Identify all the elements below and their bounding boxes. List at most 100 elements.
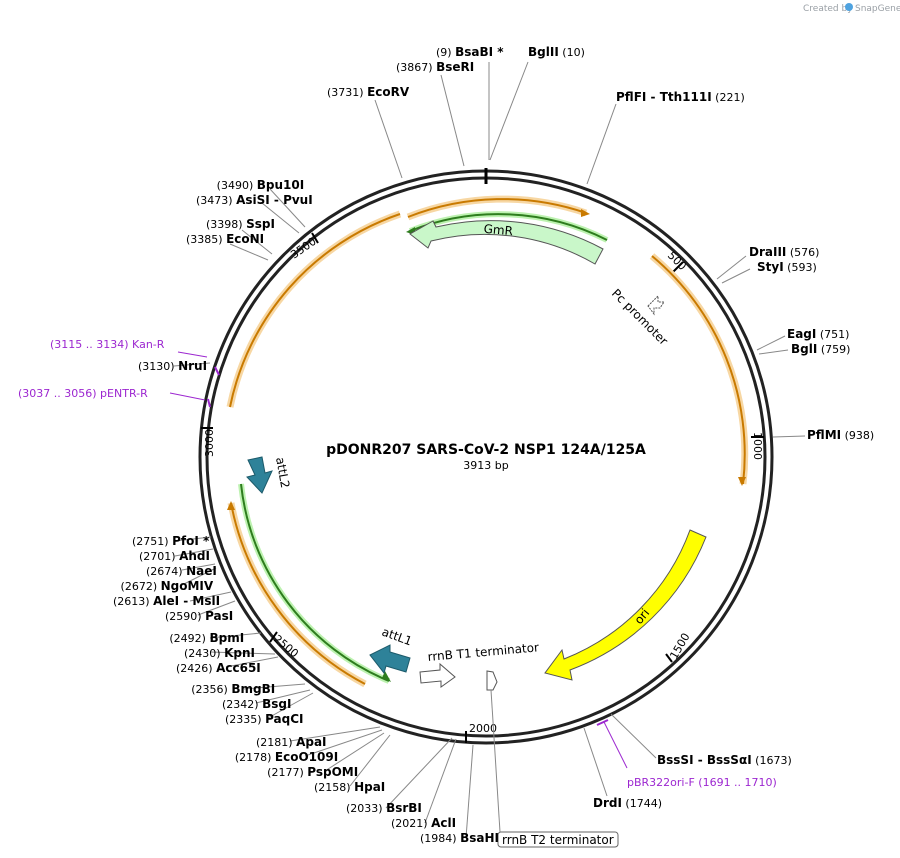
site-label-eagi[interactable]: EagI (751) [787,327,849,341]
pc-promoter-arrow-icon[interactable] [647,294,665,316]
site-name: PflMI [807,428,841,442]
leader-bmgbi [243,683,306,690]
site-name: KpnI [224,646,255,660]
site-label-bseri[interactable]: (3867) BseRI [396,60,474,74]
leader-bsrbi [385,737,453,809]
site-name: AsiSI - PvuI [236,193,313,207]
site-label-ngomiv[interactable]: (2672) NgoMIV [121,579,214,593]
leader-eagi [756,335,786,351]
leader-pspomi [324,732,385,772]
rrnb-t1-arrow[interactable] [419,662,456,688]
site-label-naei[interactable]: (2674) NaeI [146,564,217,578]
site-label-kpni[interactable]: (2430) KpnI [184,646,255,660]
leader-ecorv [374,99,403,179]
rrnb-t1-feature[interactable]: rrnB T1 terminator [419,640,540,688]
credit-brand[interactable]: SnapGene [855,4,900,14]
rrnb-t2-label: rrnB T2 terminator [502,833,614,847]
site-label-draiii[interactable]: DraIII (576) [749,245,819,259]
rrnb-t2-arrow[interactable] [486,670,498,691]
attl1-label: attL1 [380,625,414,649]
pc-promoter-feature[interactable]: Pc promoter [609,286,671,348]
site-label-paqci[interactable]: (2335) PaqCI [225,712,304,726]
site-label-bsrbi[interactable]: (2033) BsrBI [346,801,422,815]
ori-feature[interactable]: ori [544,529,707,681]
site-label-acc65i[interactable]: (2426) Acc65I [176,661,261,675]
site-position: (1984) [420,832,460,845]
orf-arc-top-arrowhead-icon [581,209,590,217]
site-name: EcoO109I [275,750,338,764]
site-labels: (9) BsaBI * BglII (10) (3867) BseRI (3731) … [113,45,874,845]
rrnb-t2-feature[interactable]: rrnB T2 terminator [486,670,619,848]
leader-apai [289,726,381,742]
orf-arcs [226,195,749,688]
site-name: EcoRV [367,85,410,99]
site-label-nrui[interactable]: (3130) NruI [138,359,207,373]
site-position: (3398) [206,218,246,231]
site-label-econi[interactable]: (3385) EcoNI [186,232,264,246]
primer-label-pentrr[interactable]: (3037 .. 3056) pENTR-R [18,387,148,400]
site-name: BsaBI * [455,45,504,59]
site-label-pflmi[interactable]: PflMI (938) [807,428,874,442]
site-position: (2672) [121,580,161,593]
leader-draiii [716,255,747,280]
site-name: BglII [528,45,559,59]
leader-eco0109i [304,729,383,757]
leader-asisi [261,202,300,234]
site-label-pasi[interactable]: (2590) PasI [165,609,233,623]
site-position: (2701) [139,550,179,563]
site-label-apai[interactable]: (2181) ApaI [256,735,327,749]
site-label-bgli[interactable]: BglI (759) [791,342,850,356]
attl1-feature[interactable]: attL1 [369,625,414,675]
site-name: PaqCI [265,712,303,726]
site-label-bsgi[interactable]: (2342) BsgI [222,697,291,711]
plasmid-length: 3913 bp [463,459,508,472]
site-label-pspomi[interactable]: (2177) PspOMI [267,765,358,779]
gmr-feature[interactable]: GmR [409,220,604,265]
site-label-bsabi[interactable]: (9) BsaBI * [436,45,504,59]
leader-pfoi [174,536,212,542]
site-label-acli[interactable]: (2021) AclI [391,816,456,830]
attl2-feature[interactable]: attL2 [246,456,292,494]
site-name: NaeI [186,564,217,578]
primer-label-kanr[interactable]: (3115 .. 3134) Kan-R [50,338,165,351]
primer-labels: (3115 .. 3134) Kan-R (3037 .. 3056) pENTR… [18,338,777,789]
attl1-arrow[interactable] [369,644,411,675]
site-position: (2430) [184,647,224,660]
site-label-ecorv[interactable]: (3731) EcoRV [327,85,410,99]
site-label-pflfi[interactable]: PflFI - Tth111I (221) [616,90,745,104]
pentr-r-mark [207,398,211,408]
leader-bpmi [209,632,262,639]
site-label-hpai[interactable]: (2158) HpaI [314,780,385,794]
site-label-styi[interactable]: StyI (593) [757,260,817,274]
site-label-drdi[interactable]: DrdI (1744) [593,796,662,810]
site-label-eco0109i[interactable]: (2178) EcoO109I [235,750,338,764]
site-name: PflFI - Tth111I [616,90,712,104]
site-label-bpmi[interactable]: (2492) BpmI [169,631,244,645]
gmr-arrow[interactable] [409,220,604,265]
rrnb-t2-leader [490,689,501,833]
pc-promoter-label: Pc promoter [609,286,671,348]
site-label-bmgbi[interactable]: (2356) BmgBI [191,682,275,696]
primer-label-pbr322[interactable]: pBR322ori-F (1691 .. 1710) [627,776,777,789]
tick-500 [672,261,684,273]
site-label-pfoi[interactable]: (2751) PfoI * [132,534,210,548]
site-label-alei[interactable]: (2613) AleI - MslI [113,594,220,608]
kan-r-leader [177,351,208,358]
ori-arrow[interactable] [544,529,707,681]
site-label-bpu10i[interactable]: (3490) Bpu10I [217,178,305,192]
site-label-bsssi[interactable]: BssSI - BssSαI (1673) [657,753,792,767]
leader-pflfi [586,103,617,185]
site-label-ahdi[interactable]: (2701) AhdI [139,549,210,563]
rrnb-t2-label-box[interactable] [497,831,619,848]
site-name: AleI - MslI [153,594,220,608]
attl2-arrow[interactable] [246,456,273,494]
site-position: (1744) [622,797,662,810]
site-label-bsahi[interactable]: (1984) BsaHI [420,831,499,845]
site-position: (2178) [235,751,275,764]
site-position: (2492) [169,632,209,645]
site-label-sspi[interactable]: (3398) SspI [206,217,275,231]
site-label-asisi[interactable]: (3473) AsiSI - PvuI [196,193,313,207]
site-label-bglii[interactable]: BglII (10) [528,45,585,59]
gene-arc-left [240,483,390,682]
